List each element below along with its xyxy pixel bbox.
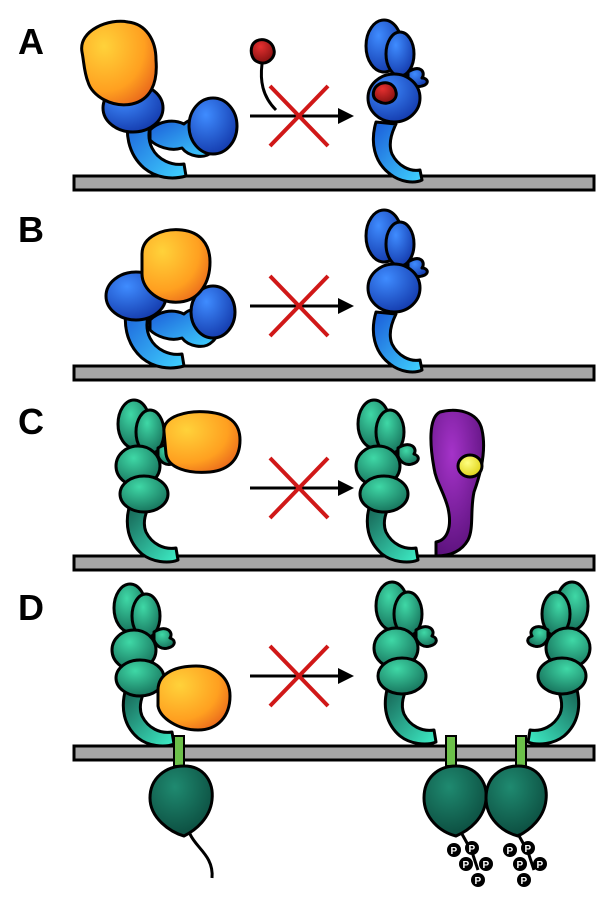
kinase-domain-d3 [484, 764, 548, 838]
svg-text:P: P [451, 846, 458, 857]
transmembrane-helix-d1 [173, 735, 185, 767]
svg-text:P: P [469, 844, 476, 855]
panel-label-c: C [18, 401, 44, 442]
block-cross-icon [248, 274, 356, 338]
membrane-d [72, 744, 596, 762]
svg-text:P: P [537, 860, 544, 871]
phospho-group: P P P P P [503, 841, 547, 887]
panel-d: D P P P P P [18, 580, 596, 887]
panel-c: C [18, 398, 596, 572]
phospho-group: P P P P P [447, 841, 493, 887]
inhibited-receptor-b [104, 228, 237, 370]
membrane-a [72, 174, 596, 192]
inhibited-receptor-c [114, 398, 242, 564]
ligand-bound-a [371, 81, 398, 105]
svg-text:P: P [525, 844, 532, 855]
active-receptor-b [364, 208, 429, 374]
transmembrane-helix-d2 [445, 735, 457, 767]
block-cross-icon [248, 456, 356, 520]
block-cross-icon [248, 644, 356, 708]
membrane-b [72, 364, 596, 382]
panel-b: B [18, 208, 596, 382]
svg-text:P: P [517, 860, 524, 871]
inhibited-receptor-d [110, 582, 232, 879]
svg-text:P: P [507, 846, 514, 857]
partner-protein-c [429, 408, 486, 558]
svg-text:P: P [521, 876, 528, 887]
svg-text:P: P [475, 876, 482, 887]
svg-text:P: P [483, 860, 490, 871]
active-complex-c [354, 398, 486, 564]
transmembrane-helix-d3 [515, 735, 527, 767]
ligand-bound-c [456, 453, 484, 479]
kinase-domain-d1 [148, 764, 214, 838]
panel-label-a: A [18, 21, 44, 62]
membrane-c [72, 554, 596, 572]
inhibited-receptor-a [80, 19, 239, 180]
kinase-domain-d2 [422, 764, 488, 838]
active-dimer-d: P P P P P P P P P P [372, 580, 592, 887]
panel-a: A [18, 18, 596, 192]
svg-text:P: P [463, 860, 470, 871]
active-receptor-a [364, 18, 429, 184]
panel-label-b: B [18, 209, 44, 250]
ligand-a [249, 38, 278, 112]
panel-label-d: D [18, 587, 44, 628]
